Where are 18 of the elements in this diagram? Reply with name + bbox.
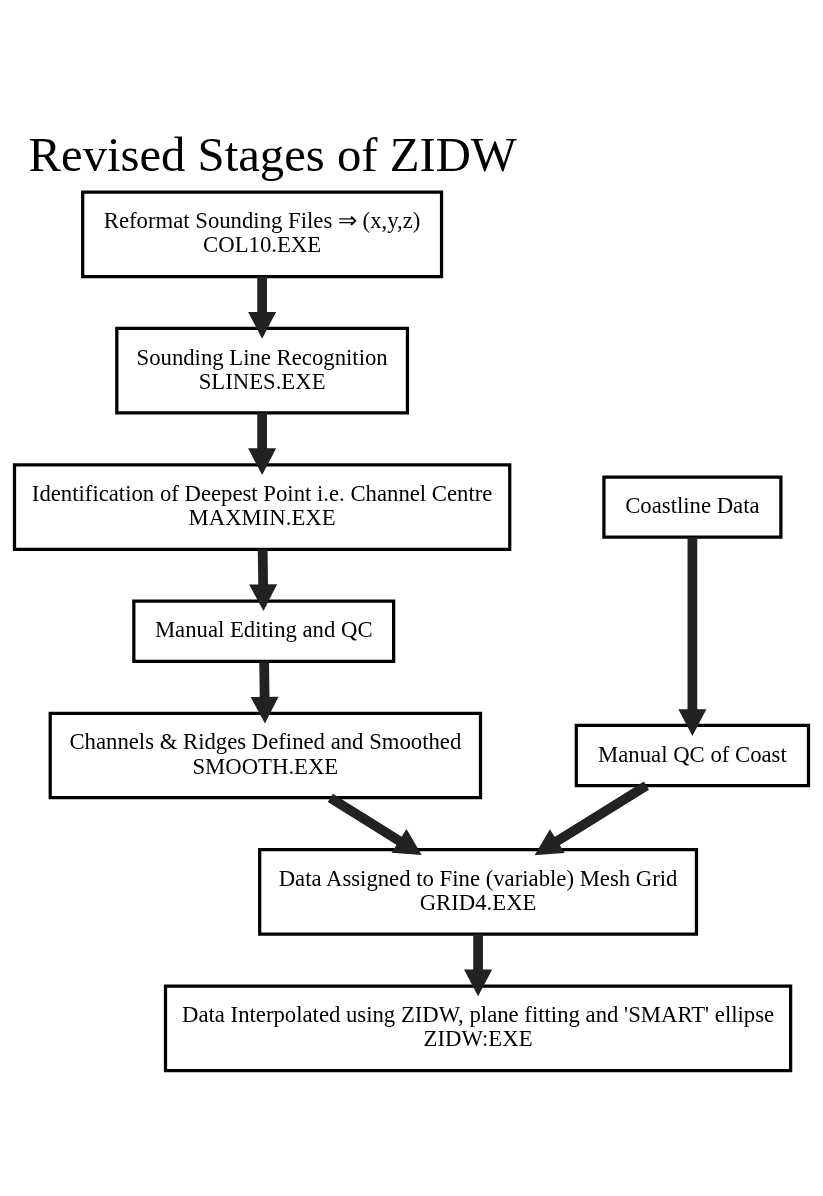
node-box: Data Assigned to Fine (variable) Mesh Grid GRID4.EXE: [258, 848, 699, 936]
diagram-title: Revised Stages of ZIDW: [28, 127, 517, 182]
node-box: Manual QC of Coast: [574, 723, 811, 788]
node-box: Reformat Sounding Files ⇒ (x,y,z) COL10.EXE: [81, 190, 444, 279]
arrow: [678, 537, 707, 736]
arrow: [534, 781, 649, 856]
arrow: [250, 661, 279, 724]
node-box: Coastline Data: [602, 475, 783, 539]
arrow: [249, 549, 278, 612]
node-box: Sounding Line Recognition SLINES.EXE: [115, 326, 410, 415]
node-box: Channels & Ridges Defined and Smoothed SMOOTH.EXE: [48, 711, 483, 800]
arrow: [464, 934, 493, 997]
arrow: [248, 276, 277, 339]
arrow: [327, 793, 422, 855]
node-box: Data Interpolated using ZIDW, plane fitting and 'SMART' ellipse ZIDW:EXE: [163, 984, 793, 1073]
node-box: Identification of Deepest Point i.e. Channel Centre MAXMIN.EXE: [12, 463, 512, 551]
arrow: [248, 413, 277, 476]
node-box: Manual Editing and QC: [132, 599, 396, 663]
